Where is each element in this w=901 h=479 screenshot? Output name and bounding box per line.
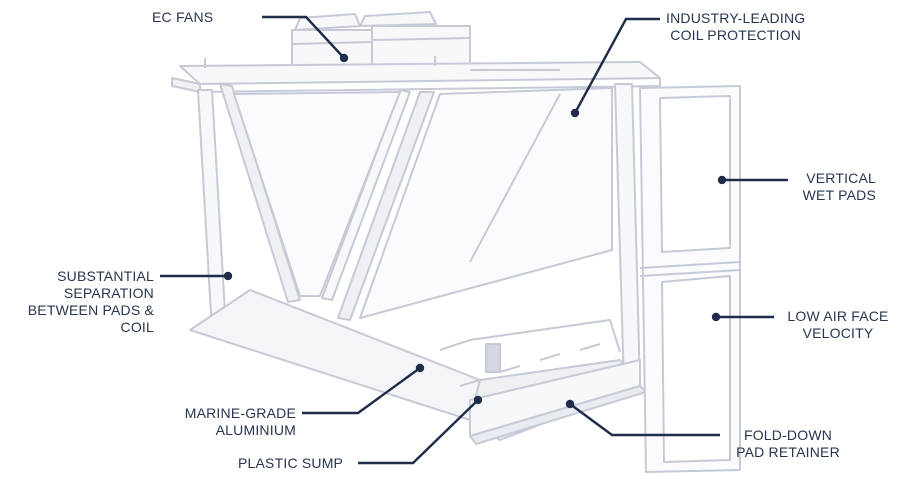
label-line: EC FANS <box>152 9 214 25</box>
leader-fold-down-pad-retainer <box>569 403 720 437</box>
label-ec-fans: EC FANS <box>152 9 213 26</box>
label-marine-grade-aluminium: MARINE-GRADE ALUMINIUM <box>180 405 296 439</box>
dot-fold-down-pad-retainer <box>565 399 575 409</box>
dot-ec-fans <box>339 53 349 63</box>
callout-leaders <box>160 15 788 465</box>
label-line: ALUMINIUM <box>215 422 296 438</box>
label-fold-down-pad-retainer: FOLD-DOWN PAD RETAINER <box>724 427 852 461</box>
frame-posts-drawing <box>197 83 641 387</box>
dot-vertical-wet-pads <box>717 175 727 185</box>
leader-coil-protection <box>573 17 660 114</box>
label-low-air-face-velocity: LOW AIR FACE VELOCITY <box>780 308 896 342</box>
leader-marine-grade-aluminium <box>302 367 421 415</box>
label-coil-protection: INDUSTRY-LEADING COIL PROTECTION <box>666 10 805 44</box>
label-line: SEPARATION <box>63 285 154 301</box>
ec-fans-drawing <box>291 11 471 71</box>
label-line: VELOCITY <box>802 325 874 341</box>
label-line: LOW AIR FACE <box>787 308 889 324</box>
label-line: VERTICAL <box>806 170 876 186</box>
label-line: INDUSTRY-LEADING <box>666 10 806 26</box>
wet-pads-drawing <box>639 85 741 473</box>
leader-ec-fans <box>262 15 345 59</box>
label-line: WET PADS <box>802 187 876 203</box>
coil-panels-drawing <box>233 87 613 319</box>
label-plastic-sump: PLASTIC SUMP <box>238 455 343 472</box>
label-line: PAD RETAINER <box>736 444 840 460</box>
dot-substantial-separation <box>223 271 233 281</box>
label-line: COIL PROTECTION <box>670 27 802 43</box>
label-line: FOLD-DOWN <box>743 427 833 443</box>
dot-plastic-sump <box>473 395 483 405</box>
dot-marine-grade-aluminium <box>415 363 425 373</box>
label-line: SUBSTANTIAL <box>57 268 154 284</box>
label-line: PLASTIC SUMP <box>238 455 344 471</box>
base-sump-drawing <box>189 289 647 445</box>
callout-dots <box>223 53 727 409</box>
label-vertical-wet-pads: VERTICAL WET PADS <box>792 170 876 204</box>
label-line: MARINE-GRADE <box>184 405 296 421</box>
label-substantial-separation: SUBSTANTIAL SEPARATION BETWEEN PADS & CO… <box>4 268 154 336</box>
label-line: BETWEEN PADS & <box>27 302 154 318</box>
label-line: COIL <box>120 319 154 335</box>
leader-plastic-sump <box>358 399 479 465</box>
dot-low-air-face-velocity <box>711 312 721 322</box>
top-frame-drawing <box>171 56 661 93</box>
dot-coil-protection <box>570 108 580 118</box>
